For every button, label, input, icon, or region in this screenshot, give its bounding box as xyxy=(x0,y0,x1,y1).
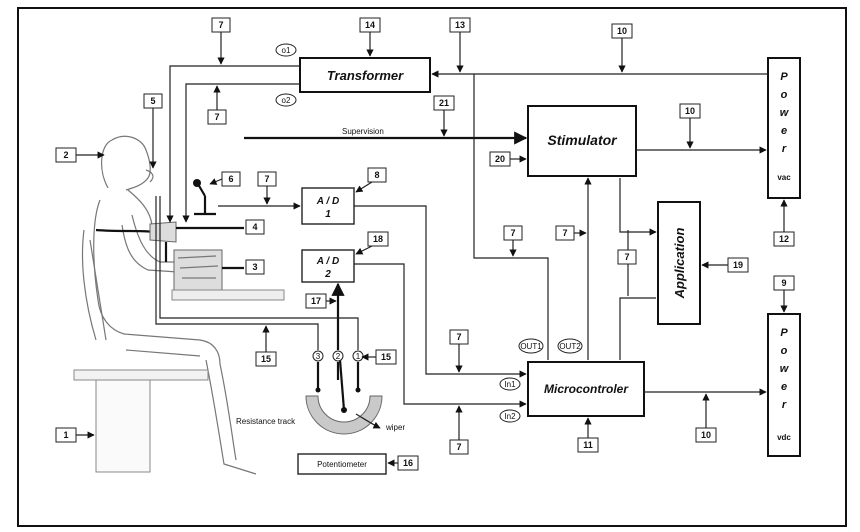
power-vac-letter: P xyxy=(780,71,788,83)
tag-label: 14 xyxy=(365,20,375,30)
resistance-track-label: Resistance track xyxy=(236,417,296,426)
application-block: Application xyxy=(658,202,700,324)
power-vac-letter: o xyxy=(781,89,788,101)
potentiometer-label: Potentiometer xyxy=(317,460,367,469)
stimulator-block: Stimulator xyxy=(528,106,636,176)
o2-label: o2 xyxy=(282,96,291,105)
tag-label: 5 xyxy=(150,96,155,106)
tag-label: 7 xyxy=(218,20,223,30)
tag-label: 7 xyxy=(456,442,461,452)
application-label: Application xyxy=(672,228,687,300)
ad2-title: A / D xyxy=(316,256,339,267)
supervision-label: Supervision xyxy=(342,127,384,136)
tag-label: 6 xyxy=(228,174,233,184)
stimulator-label: Stimulator xyxy=(547,132,618,148)
tag-label: 16 xyxy=(403,458,413,468)
power-vdc-letter: P xyxy=(780,327,788,339)
tag-label: 7 xyxy=(562,228,567,238)
tag-label: 3 xyxy=(252,262,257,272)
power-vdc-block: P o w e r vdc xyxy=(768,314,800,456)
tag-label: 10 xyxy=(685,106,695,116)
pot-pin-1: 1 xyxy=(356,352,361,361)
out1-label: OUT1 xyxy=(520,342,542,351)
pot-pin-3: 3 xyxy=(316,352,321,361)
tag-label: 17 xyxy=(311,296,321,306)
tag-label: 7 xyxy=(456,332,461,342)
in2-label: In2 xyxy=(504,412,516,421)
power-vdc-letter: o xyxy=(781,345,788,357)
o1-label: o1 xyxy=(282,46,291,55)
tag-label: 10 xyxy=(701,430,711,440)
tag-label: 13 xyxy=(455,20,465,30)
pot-pin-2: 2 xyxy=(336,352,341,361)
tag-label: 7 xyxy=(510,228,515,238)
ad2-block: A / D 2 xyxy=(302,250,354,282)
power-vdc-unit: vdc xyxy=(777,433,791,442)
hand-rest-bar xyxy=(172,290,284,300)
tag-label: 11 xyxy=(583,440,593,450)
tag-label: 12 xyxy=(779,234,789,244)
tag-label: 19 xyxy=(733,260,743,270)
microcontroller-block: Microcontroler xyxy=(528,362,644,416)
power-vac-unit: vac xyxy=(777,173,791,182)
out2-label: OUT2 xyxy=(559,342,581,351)
tag-label: 4 xyxy=(252,222,257,232)
tag-label: 1 xyxy=(63,430,68,440)
wiper-label: wiper xyxy=(385,423,405,432)
tag-label: 2 xyxy=(63,150,68,160)
tag-label: 7 xyxy=(264,174,269,184)
ad1-block: A / D 1 xyxy=(302,188,354,224)
tag-label: 21 xyxy=(439,98,449,108)
ad2-number: 2 xyxy=(324,269,331,280)
chair-seat xyxy=(74,370,208,380)
ad1-number: 1 xyxy=(325,209,331,220)
power-vac-letter: w xyxy=(780,107,790,119)
potentiometer-block: Potentiometer xyxy=(298,454,386,474)
tag-label: 15 xyxy=(261,354,271,364)
power-vdc-letter: r xyxy=(782,399,787,411)
power-vac-block: P o w e r vac xyxy=(768,58,800,198)
power-vdc-letter: e xyxy=(781,381,787,393)
tag-label: 15 xyxy=(381,352,391,362)
tag-label: 7 xyxy=(624,252,629,262)
tag-label: 10 xyxy=(617,26,627,36)
power-vac-letter: e xyxy=(781,125,787,137)
tag-label: 8 xyxy=(374,170,379,180)
transformer-block: Transformer xyxy=(300,58,430,92)
tag-label: 20 xyxy=(495,154,505,164)
ad1-title: A / D xyxy=(316,196,339,207)
in1-label: In1 xyxy=(504,380,516,389)
tag-label: 9 xyxy=(781,278,786,288)
power-vac-letter: r xyxy=(782,143,787,155)
chair-leg xyxy=(96,380,150,472)
tag-label: 18 xyxy=(373,234,383,244)
microcontroller-label: Microcontroler xyxy=(544,382,629,396)
power-vdc-letter: w xyxy=(780,363,790,375)
tag-label: 7 xyxy=(214,112,219,122)
transformer-label: Transformer xyxy=(327,68,404,83)
